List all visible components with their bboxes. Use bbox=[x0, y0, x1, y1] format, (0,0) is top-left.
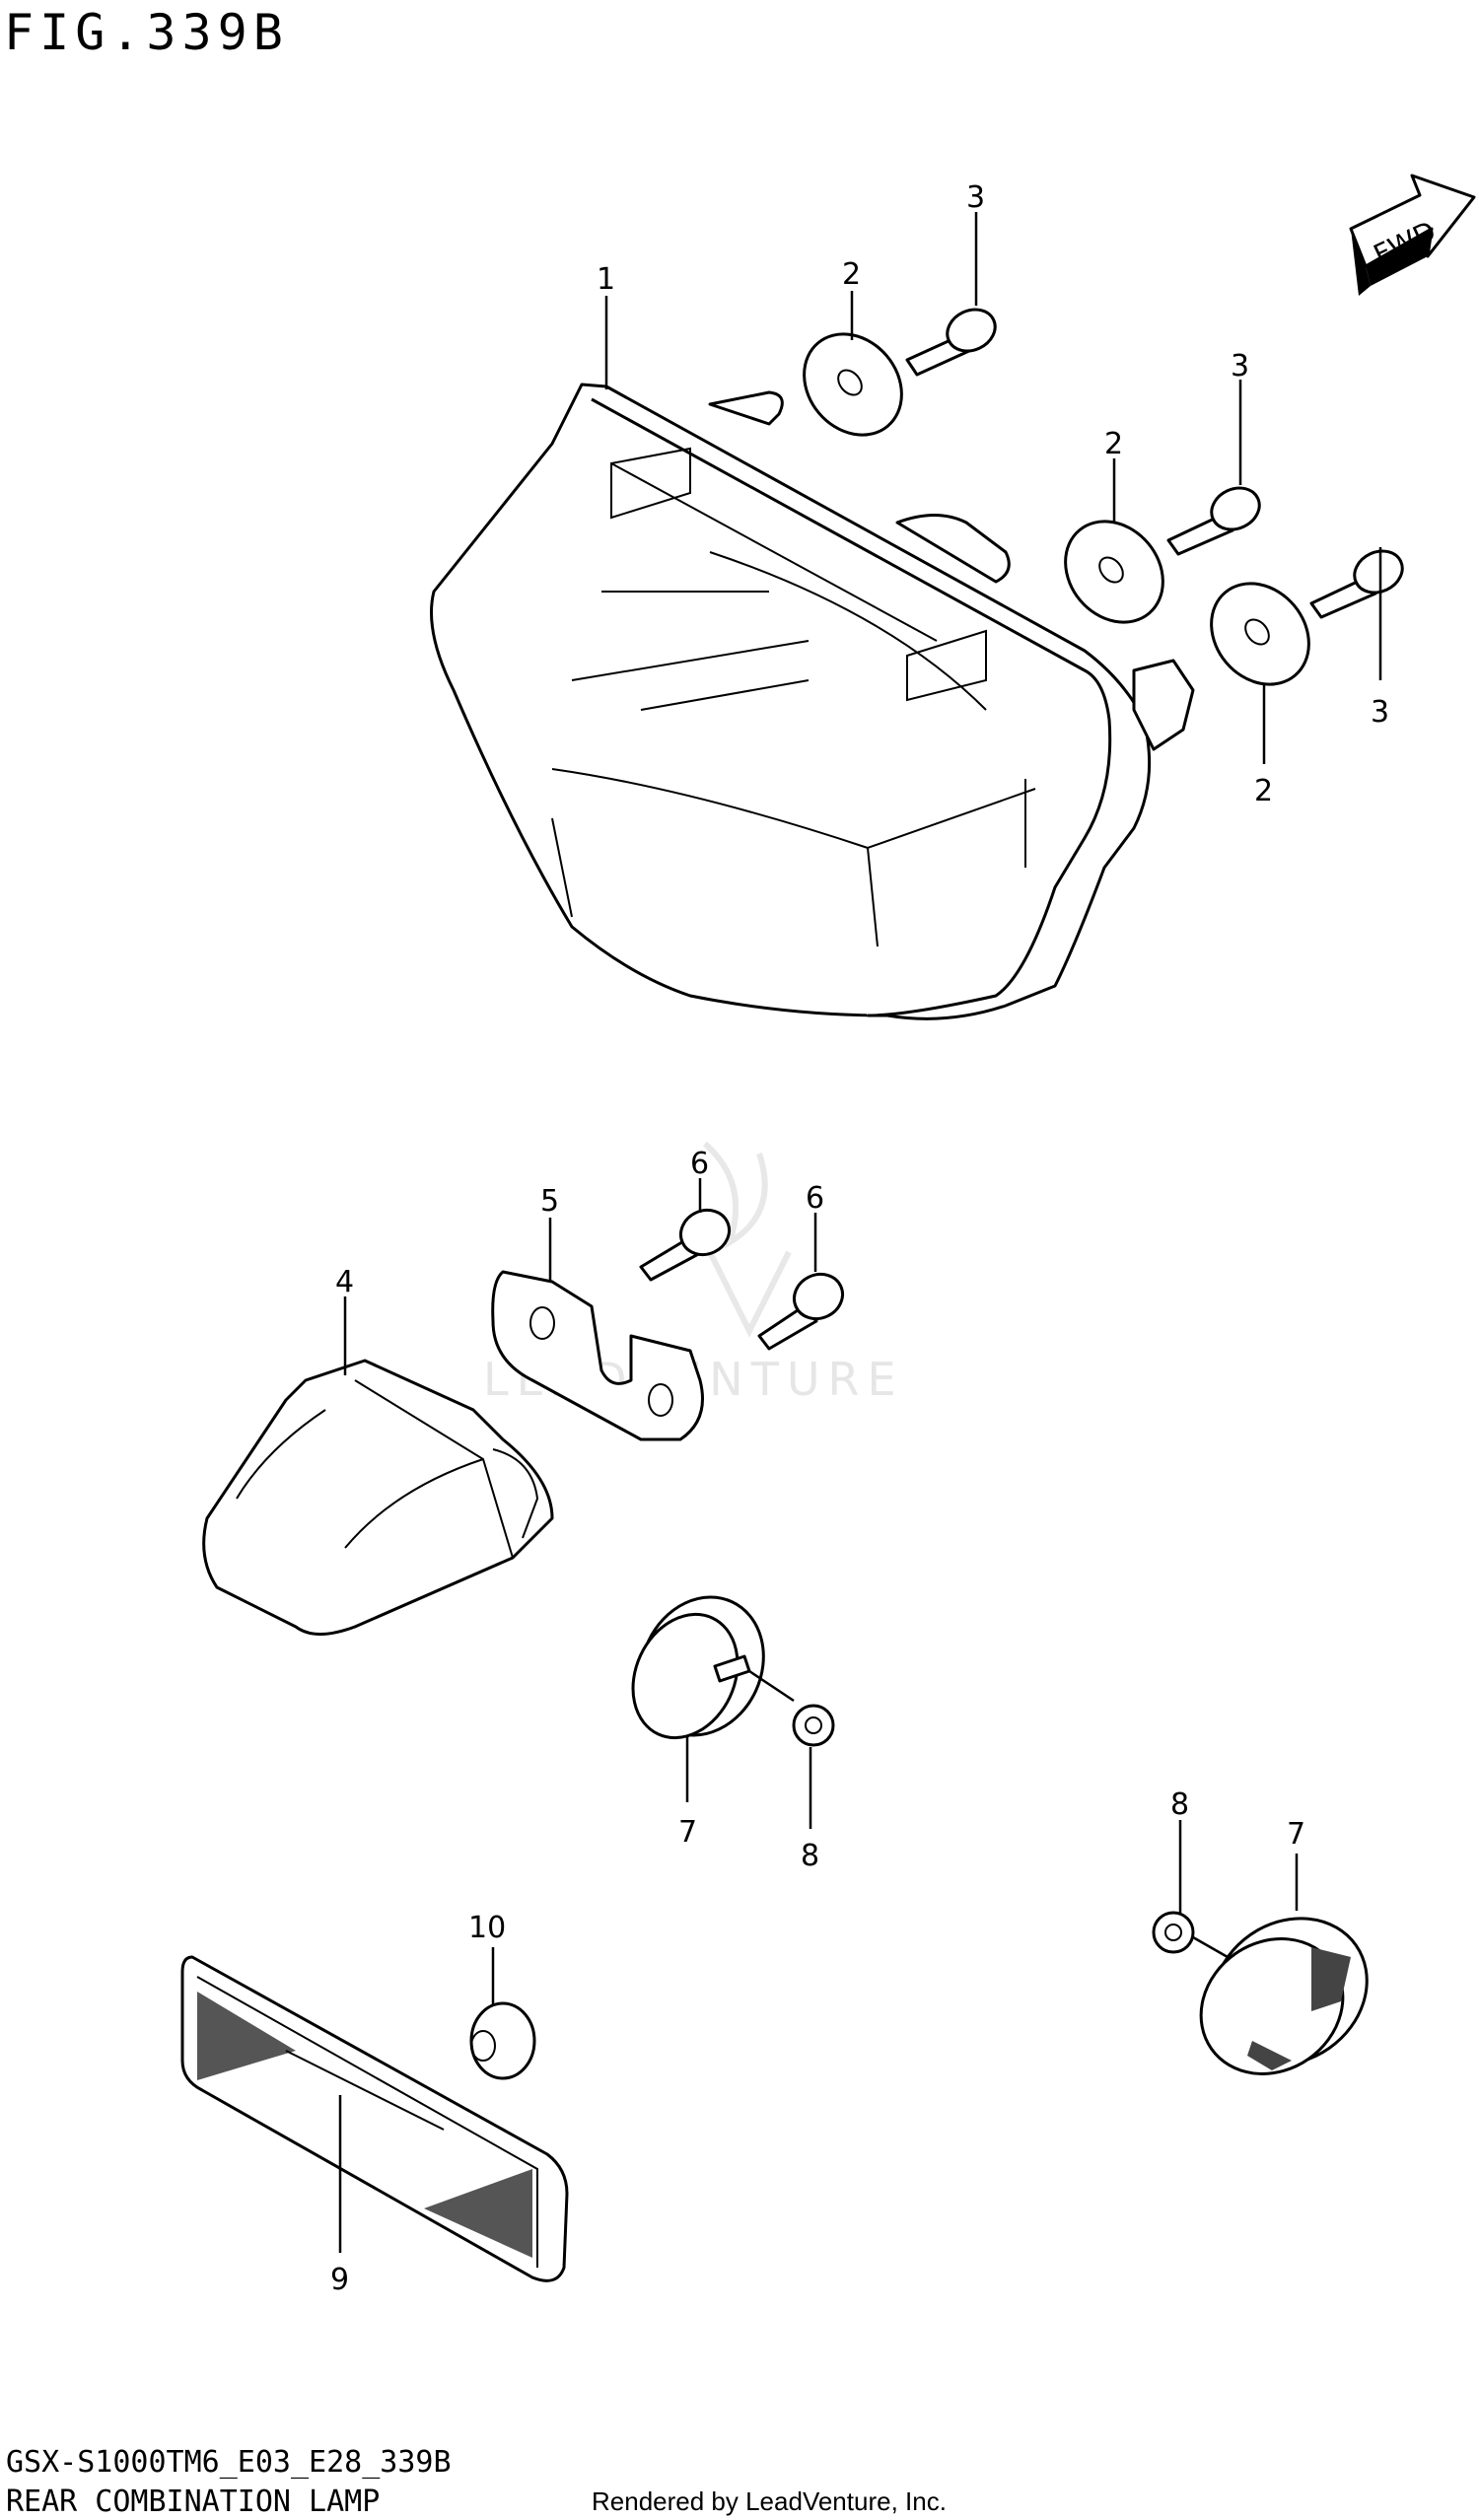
part-3-screw-b bbox=[1166, 486, 1261, 556]
part-10-grommet bbox=[469, 2001, 536, 2080]
leader-lines bbox=[338, 212, 1382, 2253]
callout-3c: 3 bbox=[1371, 695, 1389, 730]
callout-2c: 2 bbox=[1254, 774, 1273, 808]
part-8-nut-b bbox=[1152, 1911, 1229, 1959]
callout-5: 5 bbox=[540, 1184, 559, 1219]
part-3-screw-c bbox=[1309, 549, 1404, 619]
part-7-reflector-a bbox=[631, 1595, 765, 1740]
part-9-reflector-plate bbox=[180, 1955, 569, 2282]
callout-3a: 3 bbox=[966, 180, 985, 215]
callout-6b: 6 bbox=[806, 1181, 824, 1216]
diagram-code: GSX-S1000TM6_E03_E28_339B bbox=[6, 2445, 452, 2480]
callout-3b: 3 bbox=[1231, 349, 1249, 384]
part-3-screw-a bbox=[905, 308, 997, 377]
callout-8b: 8 bbox=[1170, 1787, 1189, 1822]
callout-2a: 2 bbox=[842, 257, 861, 292]
callout-10: 10 bbox=[468, 1911, 506, 1945]
callout-4: 4 bbox=[335, 1265, 354, 1299]
part-2-washer-c bbox=[1210, 582, 1310, 686]
part-6-screw-b bbox=[757, 1272, 844, 1351]
part-5-bracket bbox=[491, 1270, 704, 1441]
part-4-license-lamp bbox=[202, 1359, 554, 1636]
part-1-tail-lamp bbox=[430, 383, 1195, 1020]
fwd-arrow-icon: FWD bbox=[1349, 174, 1476, 296]
part-8-nut-a bbox=[748, 1669, 835, 1747]
callout-7b: 7 bbox=[1287, 1817, 1305, 1852]
callout-8a: 8 bbox=[801, 1839, 819, 1873]
callouts: 1 2 3 3 2 3 2 6 5 6 4 7 8 8 7 10 9 bbox=[330, 180, 1389, 2297]
part-7-reflector-b bbox=[1199, 1917, 1369, 2075]
callout-9: 9 bbox=[330, 2263, 349, 2297]
part-2-washer-a bbox=[803, 332, 903, 437]
part-6-screw-a bbox=[639, 1208, 731, 1282]
callout-7a: 7 bbox=[678, 1815, 697, 1850]
callout-1: 1 bbox=[597, 262, 615, 297]
diagram-name: REAR COMBINATION LAMP bbox=[6, 2485, 381, 2519]
part-2-washer-b bbox=[1064, 520, 1164, 624]
callout-6a: 6 bbox=[690, 1147, 709, 1181]
callout-2b: 2 bbox=[1104, 427, 1123, 461]
render-credit: Rendered by LeadVenture, Inc. bbox=[592, 2486, 947, 2516]
figure-title: FIG.339B bbox=[4, 4, 289, 61]
